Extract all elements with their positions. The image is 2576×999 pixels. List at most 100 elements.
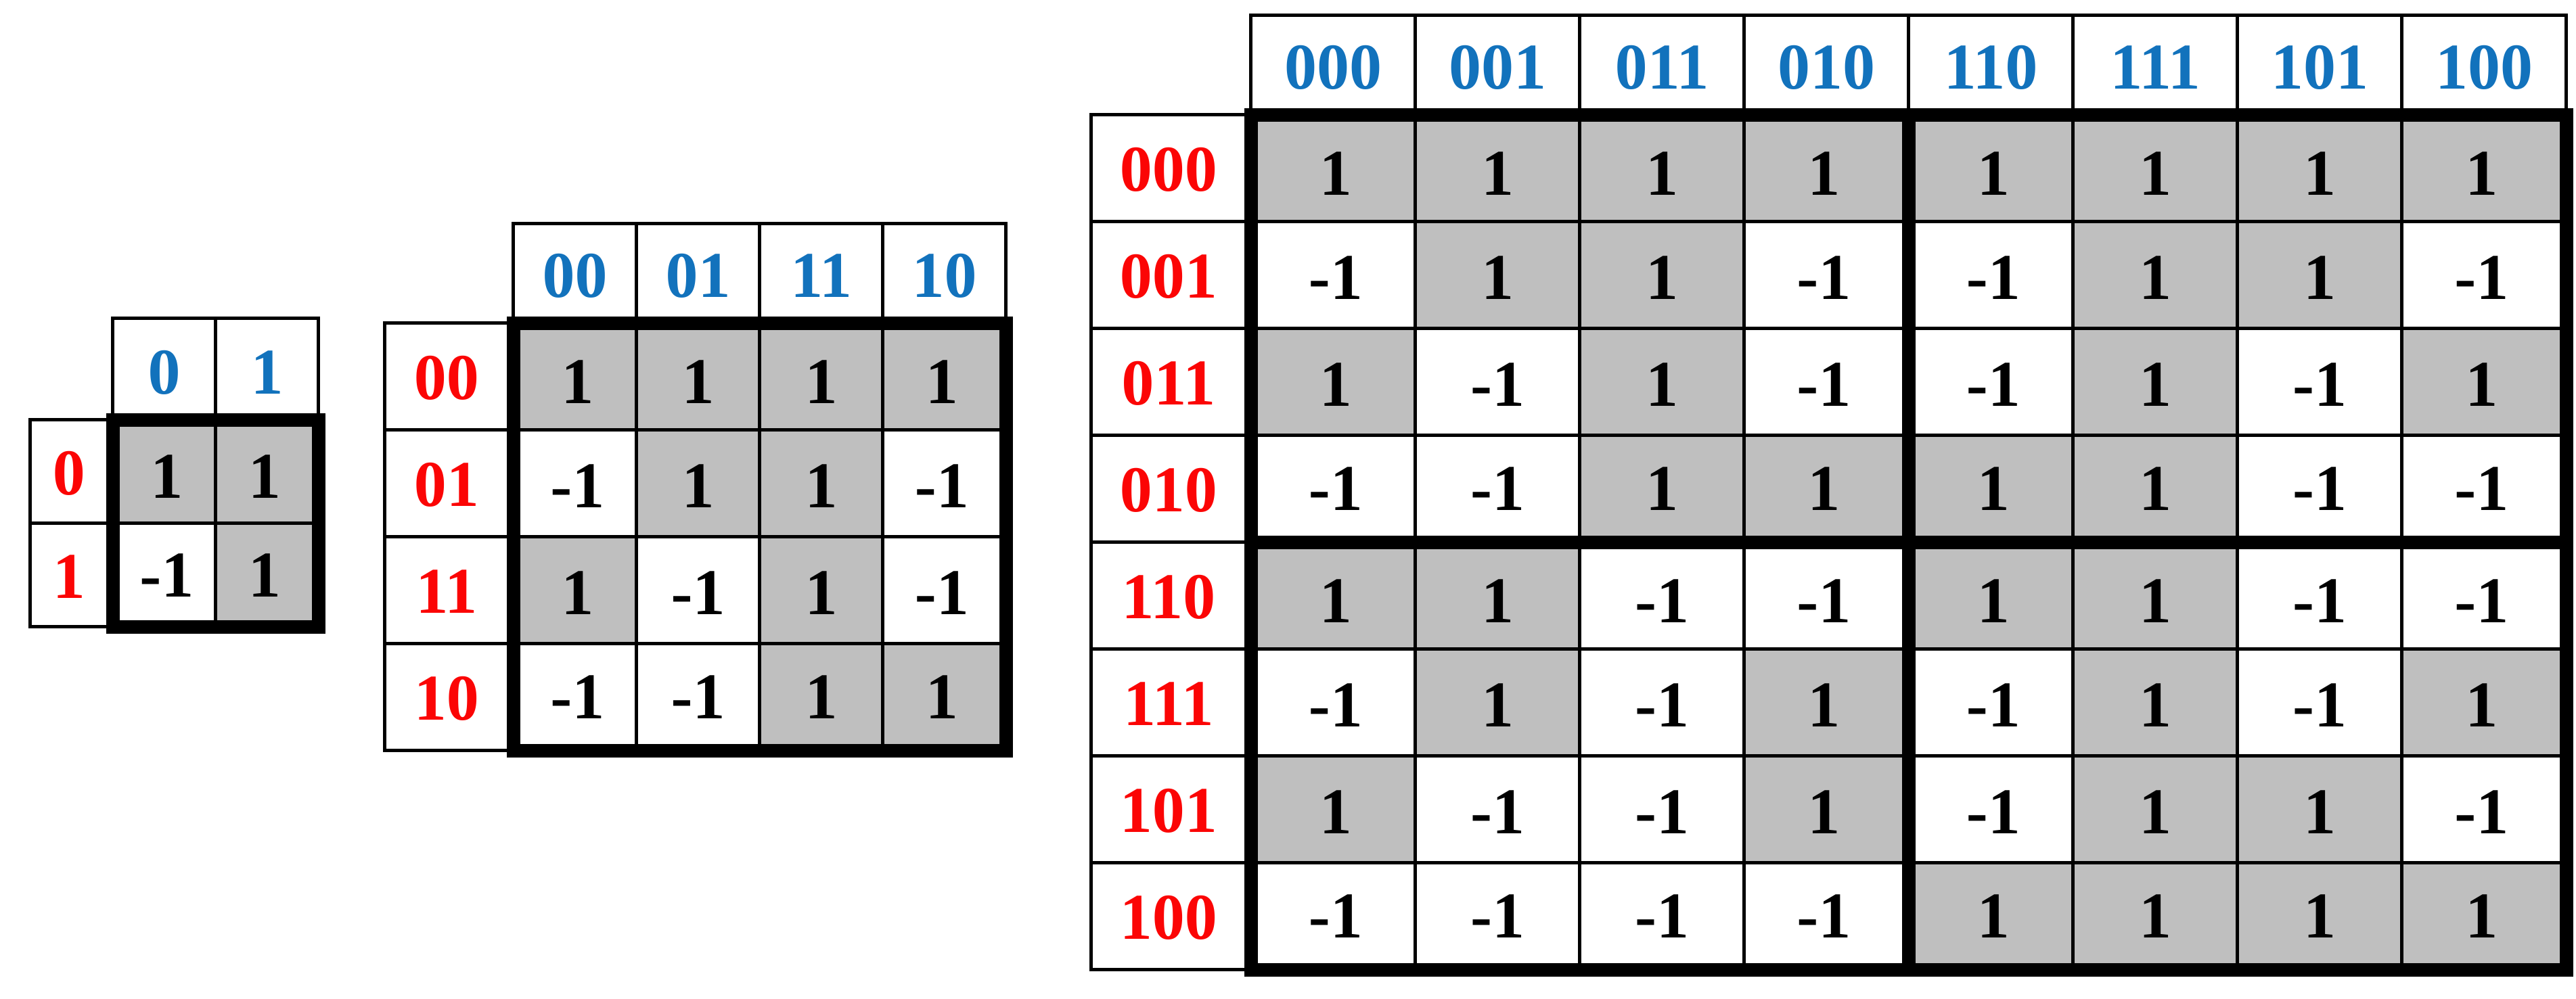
cell-r110-c100: -1 xyxy=(2400,540,2573,651)
row-header-0: 0 xyxy=(28,418,114,525)
cell-r001-c001: 1 xyxy=(1414,220,1581,330)
row-header-011: 011 xyxy=(1089,327,1252,437)
cell-r010-c100: -1 xyxy=(2400,434,2573,549)
row-header-10: 10 xyxy=(383,642,515,752)
corner-cell xyxy=(30,318,113,420)
cell-r00-c00: 1 xyxy=(506,316,638,432)
cell-r111-c000: -1 xyxy=(1244,647,1417,758)
cell-r111-c001: 1 xyxy=(1414,647,1581,758)
col-header-100: 100 xyxy=(2400,14,2568,116)
cell-r010-c000: -1 xyxy=(1244,434,1417,549)
cell-r000-c000: 1 xyxy=(1244,108,1417,223)
cell-r100-c000: -1 xyxy=(1244,861,1417,977)
cell-r101-c001: -1 xyxy=(1414,754,1581,864)
cell-r100-c111: 1 xyxy=(2071,861,2239,977)
cell-r001-c110: -1 xyxy=(1907,220,2075,330)
cell-r000-c111: 1 xyxy=(2071,108,2239,223)
col-header-01: 01 xyxy=(635,222,761,325)
cell-r100-c110: 1 xyxy=(1907,861,2075,977)
cell-r10-c00: -1 xyxy=(506,642,638,758)
cell-r011-c111: 1 xyxy=(2071,327,2239,437)
row-header-000: 000 xyxy=(1089,113,1252,223)
col-header-110: 110 xyxy=(1907,14,2075,116)
cell-r000-c001: 1 xyxy=(1414,108,1581,223)
cell-r111-c010: 1 xyxy=(1742,647,1916,758)
cell-r001-c010: -1 xyxy=(1742,220,1916,330)
cell-r010-c001: -1 xyxy=(1414,434,1581,549)
cell-r011-c110: -1 xyxy=(1907,327,2075,437)
col-header-0: 0 xyxy=(111,317,217,421)
cell-r1-c1: 1 xyxy=(214,521,325,634)
row-header-111: 111 xyxy=(1089,647,1252,758)
row-header-101: 101 xyxy=(1089,754,1252,864)
cell-r111-c110: -1 xyxy=(1907,647,2075,758)
corner-cell xyxy=(1091,15,1251,115)
cell-r100-c011: -1 xyxy=(1578,861,1746,977)
cell-r111-c111: 1 xyxy=(2071,647,2239,758)
row-header-100: 100 xyxy=(1089,861,1252,971)
cell-r10-c10: 1 xyxy=(881,642,1013,758)
col-header-1: 1 xyxy=(214,317,320,421)
cell-r01-c11: 1 xyxy=(758,428,884,538)
row-header-010: 010 xyxy=(1089,434,1252,544)
col-header-000: 000 xyxy=(1249,14,1417,116)
col-header-11: 11 xyxy=(758,222,884,325)
row-header-00: 00 xyxy=(383,321,515,432)
cell-r100-c001: -1 xyxy=(1414,861,1581,977)
cell-r111-c011: -1 xyxy=(1578,647,1746,758)
cell-r001-c100: -1 xyxy=(2400,220,2573,330)
cell-r101-c110: -1 xyxy=(1907,754,2075,864)
cell-r110-c011: -1 xyxy=(1578,540,1746,651)
cell-r000-c110: 1 xyxy=(1907,108,2075,223)
cell-r011-c001: -1 xyxy=(1414,327,1581,437)
row-header-11: 11 xyxy=(383,535,515,645)
col-header-011: 011 xyxy=(1578,14,1746,116)
cell-r110-c000: 1 xyxy=(1244,540,1417,651)
cell-r011-c101: -1 xyxy=(2236,327,2403,437)
cell-r011-c010: -1 xyxy=(1742,327,1916,437)
row-header-1: 1 xyxy=(28,521,114,628)
cell-r0-c1: 1 xyxy=(214,413,325,525)
cell-r110-c101: -1 xyxy=(2236,540,2403,651)
cell-r011-c011: 1 xyxy=(1578,327,1746,437)
cell-r110-c111: 1 xyxy=(2071,540,2239,651)
cell-r111-c101: -1 xyxy=(2236,647,2403,758)
cell-r11-c00: 1 xyxy=(506,535,638,645)
col-header-00: 00 xyxy=(512,222,638,325)
cell-r010-c111: 1 xyxy=(2071,434,2239,549)
col-header-001: 001 xyxy=(1414,14,1581,116)
cell-r111-c100: 1 xyxy=(2400,647,2573,758)
cell-r101-c101: 1 xyxy=(2236,754,2403,864)
cell-r1-c0: -1 xyxy=(106,521,217,634)
cell-r00-c01: 1 xyxy=(635,316,761,432)
cell-r110-c010: -1 xyxy=(1742,540,1916,651)
cell-r01-c00: -1 xyxy=(506,428,638,538)
cell-r0-c0: 1 xyxy=(106,413,217,525)
col-header-111: 111 xyxy=(2071,14,2239,116)
col-header-10: 10 xyxy=(881,222,1008,325)
corner-cell xyxy=(384,223,514,323)
cell-r000-c011: 1 xyxy=(1578,108,1746,223)
cell-r010-c110: 1 xyxy=(1907,434,2075,549)
cell-r110-c001: 1 xyxy=(1414,540,1581,651)
col-header-010: 010 xyxy=(1742,14,1910,116)
cell-r001-c011: 1 xyxy=(1578,220,1746,330)
col-header-101: 101 xyxy=(2236,14,2403,116)
cell-r100-c100: 1 xyxy=(2400,861,2573,977)
cell-r11-c10: -1 xyxy=(881,535,1013,645)
cell-r100-c010: -1 xyxy=(1742,861,1916,977)
cell-r001-c101: 1 xyxy=(2236,220,2403,330)
row-header-001: 001 xyxy=(1089,220,1252,330)
cell-r11-c01: -1 xyxy=(635,535,761,645)
cell-r01-c01: 1 xyxy=(635,428,761,538)
cell-r10-c11: 1 xyxy=(758,642,884,758)
cell-r001-c111: 1 xyxy=(2071,220,2239,330)
cell-r01-c10: -1 xyxy=(881,428,1013,538)
cell-r00-c10: 1 xyxy=(881,316,1013,432)
